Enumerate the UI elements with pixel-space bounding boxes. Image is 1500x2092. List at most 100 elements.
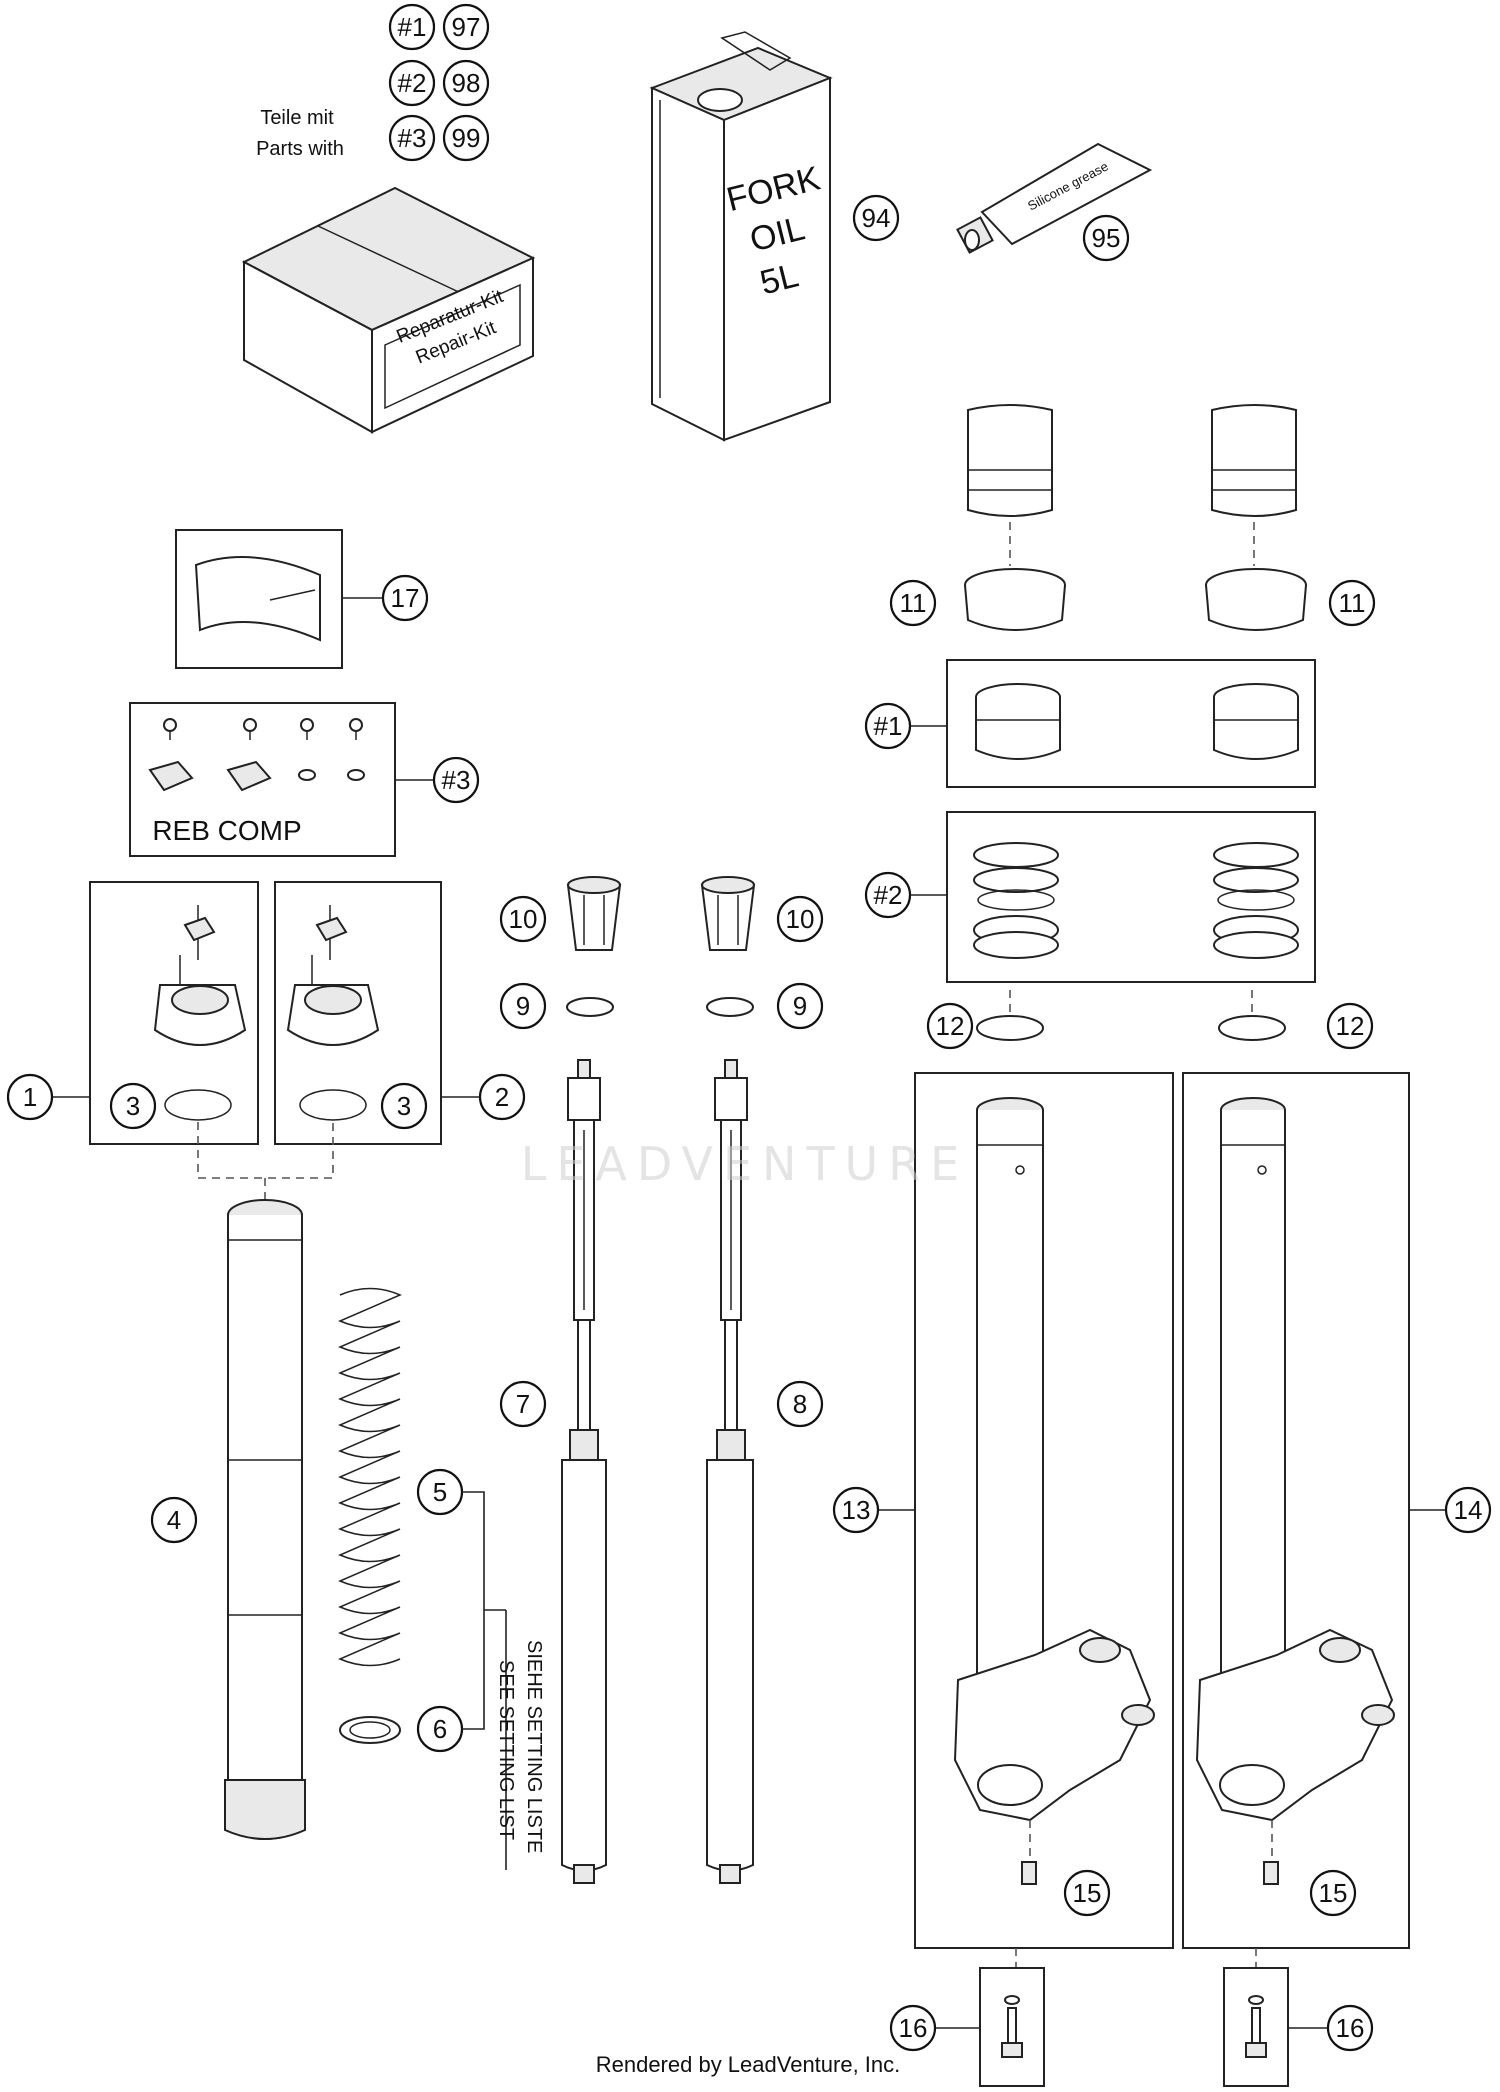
- spring-washer: [339, 1716, 401, 1744]
- screw-box-right: [1223, 1967, 1289, 2087]
- svg-text:17: 17: [391, 583, 420, 613]
- svg-text:13: 13: [842, 1495, 871, 1525]
- svg-text:5: 5: [433, 1477, 447, 1507]
- damping-cartridge-right: [706, 1059, 754, 1884]
- o-ring-right: [706, 997, 754, 1017]
- part-callout-7[interactable]: 7: [499, 1380, 547, 1428]
- bushing-right: [1213, 683, 1299, 760]
- footer-credit: Rendered by LeadVenture, Inc.: [596, 2052, 901, 2077]
- svg-text:97: 97: [452, 12, 481, 42]
- svg-text:98: 98: [452, 68, 481, 98]
- part-callout-2[interactable]: 2: [478, 1073, 526, 1121]
- svg-text:15: 15: [1319, 1878, 1348, 1908]
- svg-text:16: 16: [1336, 2013, 1365, 2043]
- fork-protector-top-left: [967, 404, 1053, 517]
- fork-cap-right: [286, 905, 380, 1121]
- svg-text:12: 12: [936, 1011, 965, 1041]
- part-callout-14[interactable]: 14: [1444, 1486, 1492, 1534]
- svg-text:3: 3: [397, 1091, 411, 1121]
- guide-ring-right: [1205, 568, 1307, 631]
- svg-text:99: 99: [452, 123, 481, 153]
- part-callout-94[interactable]: 94: [852, 194, 900, 242]
- oil-can-label-3: 5L: [756, 256, 802, 302]
- svg-text:9: 9: [793, 991, 807, 1021]
- part-callout-11-left[interactable]: 11: [889, 579, 937, 627]
- part-callout-5[interactable]: 5: [416, 1468, 464, 1516]
- part-callout-4[interactable]: 4: [150, 1496, 198, 1544]
- svg-text:6: 6: [433, 1714, 447, 1744]
- svg-text:4: 4: [167, 1505, 181, 1535]
- kit-callout-2[interactable]: #2: [388, 59, 436, 107]
- decal-box: [175, 529, 343, 669]
- svg-text:8: 8: [793, 1389, 807, 1419]
- silicone-grease-tube: [956, 142, 1153, 254]
- svg-text:7: 7: [516, 1389, 530, 1419]
- part-callout-10-left[interactable]: 10: [499, 895, 547, 943]
- seals-right: [1213, 842, 1299, 959]
- svg-text:15: 15: [1073, 1878, 1102, 1908]
- part-callout-3-right[interactable]: 3: [380, 1082, 428, 1130]
- o-ring-left: [566, 997, 614, 1017]
- fork-protector-top-right: [1211, 404, 1297, 517]
- part-callout-13[interactable]: 13: [832, 1486, 880, 1534]
- bushing-kit-box: [946, 659, 1316, 788]
- kit-note-line2: Parts with: [256, 138, 344, 160]
- part-callout-15-left[interactable]: 15: [1063, 1869, 1111, 1917]
- svg-text:11: 11: [1339, 588, 1366, 618]
- svg-text:#1: #1: [398, 12, 427, 42]
- svg-text:9: 9: [516, 991, 530, 1021]
- part-callout-97[interactable]: 97: [442, 3, 490, 51]
- kit-callout-2-seals[interactable]: #2: [864, 871, 912, 919]
- part-callout-95[interactable]: 95: [1082, 214, 1130, 262]
- watermark-text: LEADVENTURE: [521, 1137, 970, 1191]
- svg-text:94: 94: [862, 203, 891, 233]
- part-callout-9-left[interactable]: 9: [499, 982, 547, 1030]
- svg-text:#3: #3: [442, 765, 471, 795]
- svg-text:2: 2: [495, 1082, 509, 1112]
- part-callout-99[interactable]: 99: [442, 114, 490, 162]
- part-callout-98[interactable]: 98: [442, 59, 490, 107]
- fork-spring: [338, 1287, 402, 1667]
- kit-callout-1-bushings[interactable]: #1: [864, 702, 912, 750]
- part-callout-6[interactable]: 6: [416, 1705, 464, 1753]
- kit-note-line1: Teile mit: [260, 107, 334, 129]
- fork-cap-right-box: [274, 881, 442, 1145]
- inner-tube-right: [1195, 1097, 1395, 1885]
- part-callout-17[interactable]: 17: [381, 574, 429, 622]
- setting-list-note-de: SIEHE SETTING LISTE: [523, 1640, 545, 1853]
- seals-left: [973, 842, 1059, 959]
- part-callout-16-left[interactable]: 16: [889, 2004, 937, 2052]
- fork-cap-left: [153, 905, 247, 1121]
- part-callout-9-right[interactable]: 9: [776, 982, 824, 1030]
- part-callout-16-right[interactable]: 16: [1326, 2004, 1374, 2052]
- bump-stop-right: [700, 876, 756, 951]
- svg-text:95: 95: [1092, 223, 1121, 253]
- seal-kit-box: [946, 811, 1316, 983]
- part-callout-12-right[interactable]: 12: [1326, 1002, 1374, 1050]
- svg-text:#2: #2: [874, 880, 903, 910]
- kit-callout-3-screws[interactable]: #3: [432, 756, 480, 804]
- part-callout-1[interactable]: 1: [6, 1073, 54, 1121]
- svg-text:#1: #1: [874, 711, 903, 741]
- svg-text:16: 16: [899, 2013, 928, 2043]
- part-callout-3-left[interactable]: 3: [109, 1082, 157, 1130]
- svg-text:10: 10: [509, 904, 538, 934]
- svg-text:12: 12: [1336, 1011, 1365, 1041]
- svg-text:1: 1: [23, 1082, 37, 1112]
- guide-ring-left: [964, 568, 1066, 631]
- axle-screw-right: [1245, 1995, 1267, 2058]
- svg-text:11: 11: [900, 588, 927, 618]
- inner-tube-right-box: [1182, 1072, 1410, 1949]
- svg-text:3: 3: [126, 1091, 140, 1121]
- part-callout-10-right[interactable]: 10: [776, 895, 824, 943]
- part-callout-8[interactable]: 8: [776, 1380, 824, 1428]
- part-callout-12-left[interactable]: 12: [926, 1002, 974, 1050]
- part-callout-15-right[interactable]: 15: [1309, 1869, 1357, 1917]
- kit-callout-1[interactable]: #1: [388, 3, 436, 51]
- kit-callout-3[interactable]: #3: [388, 114, 436, 162]
- svg-text:14: 14: [1454, 1495, 1483, 1525]
- snap-ring-right: [1218, 1015, 1286, 1041]
- repair-kit-box: [241, 186, 536, 434]
- part-callout-11-right[interactable]: 11: [1328, 579, 1376, 627]
